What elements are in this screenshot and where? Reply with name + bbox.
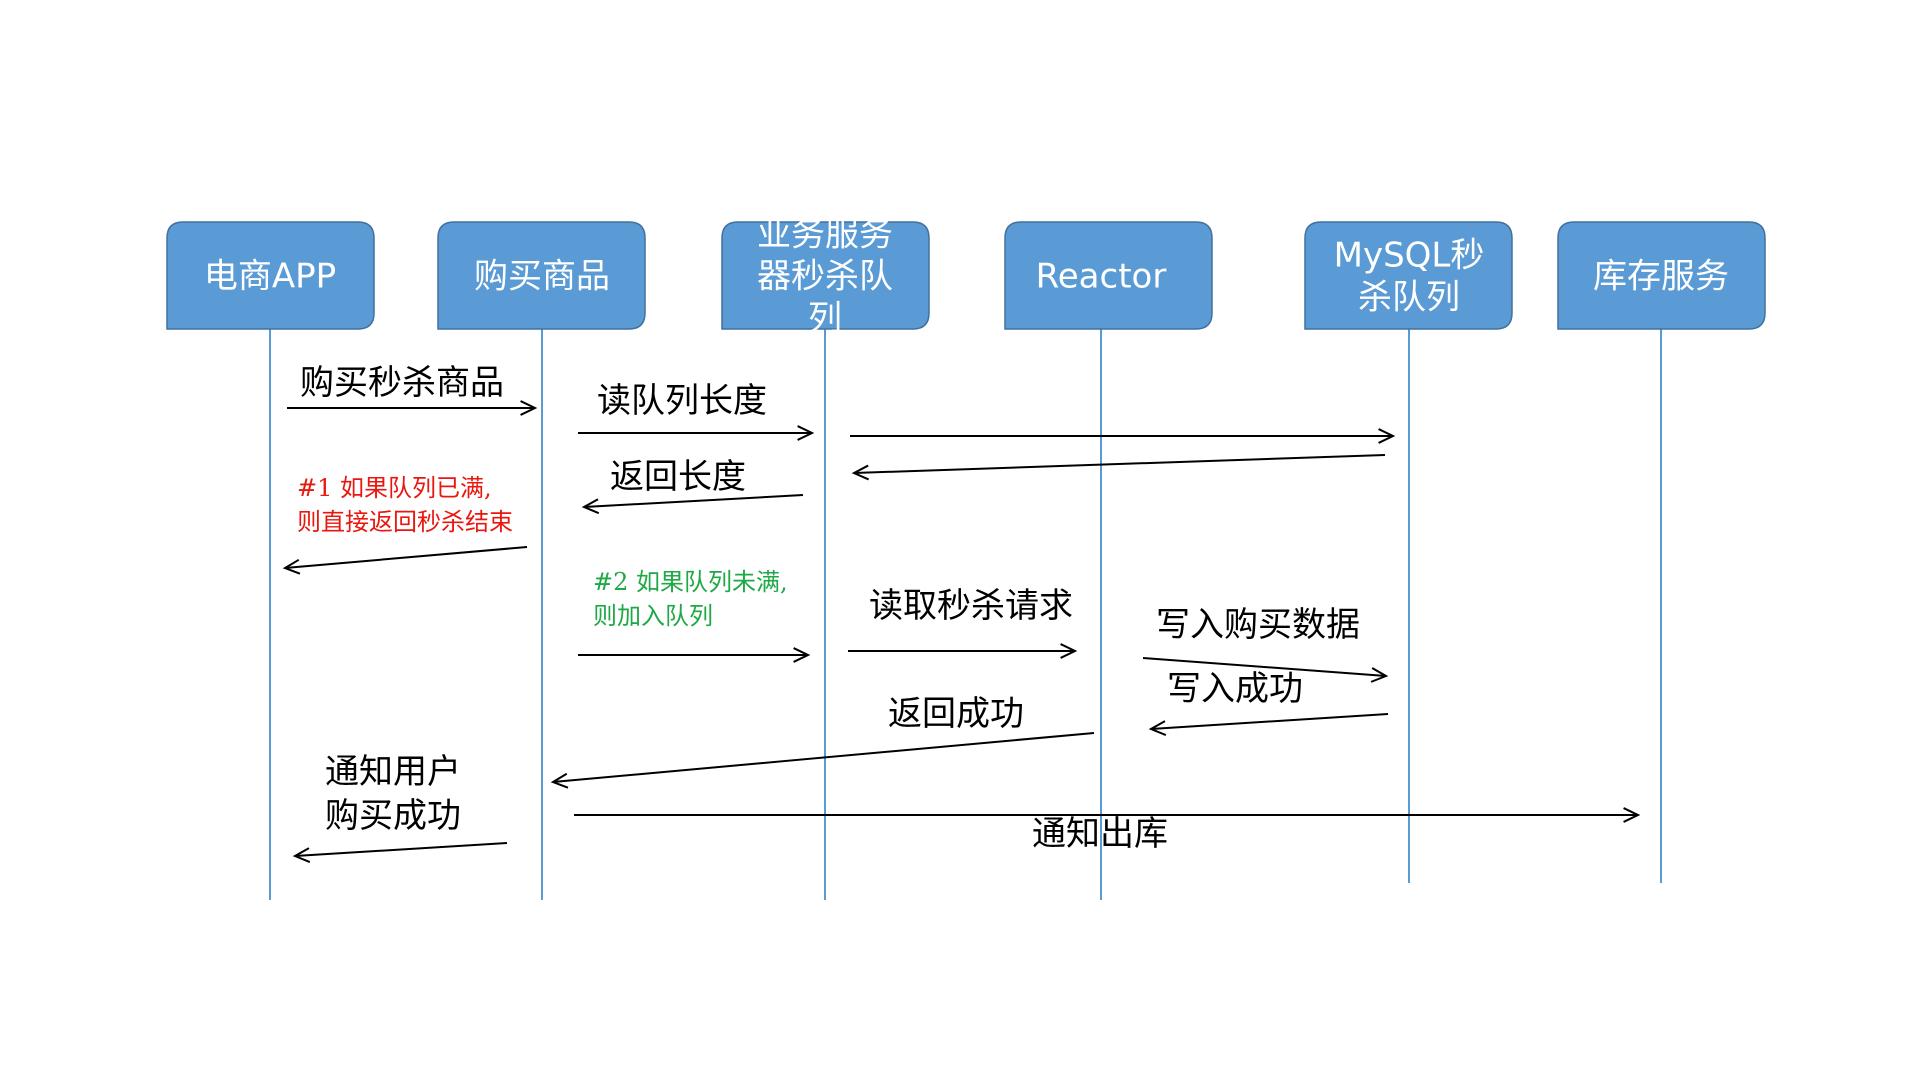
arrowhead xyxy=(550,772,569,789)
participant-label: 电商APP xyxy=(204,257,336,297)
participant-box xyxy=(1004,221,1213,330)
message-m5: 返回长度 xyxy=(581,457,804,515)
arrowhead xyxy=(1623,807,1641,823)
message-m6 xyxy=(282,546,528,575)
note-n1: #1 如果队列已满, 则直接返回秒杀结束 xyxy=(297,474,513,536)
message-arrow xyxy=(552,732,1095,783)
notes: #1 如果队列已满, 则直接返回秒杀结束 #2 如果队列未满, 则加入队列通知用户购买… xyxy=(297,474,788,836)
note-line: 购买成功 xyxy=(325,796,461,836)
message-label: 返回成功 xyxy=(888,694,1024,734)
message-label: 写入购买数据 xyxy=(1156,605,1360,645)
message-m13 xyxy=(292,842,508,863)
participant-box xyxy=(1304,221,1513,330)
participant-label: 购买商品 xyxy=(474,257,610,297)
participant-stock: 库存服务 xyxy=(1557,221,1766,330)
message-arrow xyxy=(284,546,528,569)
participant-box xyxy=(166,221,375,330)
participant-buy: 购买商品 xyxy=(437,221,646,330)
message-m11: 返回成功 xyxy=(550,694,1095,789)
message-arrow xyxy=(1142,657,1387,677)
message-m9: 写入购买数据 xyxy=(1142,605,1389,683)
message-label: 写入成功 xyxy=(1167,669,1303,709)
participant-label: 库存服务 xyxy=(1593,257,1729,297)
participant-box xyxy=(721,221,930,330)
arrowhead xyxy=(282,558,301,575)
message-label: 返回长度 xyxy=(610,457,746,497)
message-arrow xyxy=(583,494,804,508)
note-line: #2 如果队列未满, xyxy=(593,568,788,596)
arrowhead xyxy=(1148,720,1167,736)
note-line: 则加入队列 xyxy=(593,602,713,630)
message-arrow xyxy=(853,454,1386,474)
message-m7 xyxy=(578,647,811,663)
note-line: 则直接返回秒杀结束 xyxy=(297,508,513,536)
participant-app: 电商APP xyxy=(166,221,375,330)
arrowhead xyxy=(1378,428,1396,444)
message-m4 xyxy=(851,454,1386,481)
participant-label: 杀队列 xyxy=(1358,278,1460,318)
arrowhead xyxy=(520,400,538,416)
arrowhead xyxy=(797,425,815,441)
message-m10: 写入成功 xyxy=(1148,669,1389,736)
arrowhead xyxy=(581,498,600,515)
message-label: 读队列长度 xyxy=(597,381,767,421)
message-m1: 购买秒杀商品 xyxy=(287,363,538,416)
note-line: 通知用户 xyxy=(325,752,461,792)
message-m2: 读队列长度 xyxy=(578,381,815,441)
arrowhead xyxy=(1370,667,1389,683)
participant-reactor: Reactor xyxy=(1004,221,1213,330)
lifelines xyxy=(269,329,1662,900)
note-n2: #2 如果队列未满, 则加入队列 xyxy=(593,568,788,630)
participant-label: Reactor xyxy=(1036,257,1167,297)
arrowhead xyxy=(793,647,811,663)
message-label: 读取秒杀请求 xyxy=(869,586,1073,626)
message-m12: 通知出库 xyxy=(574,807,1641,854)
message-arrow xyxy=(1150,713,1389,730)
message-label: 通知出库 xyxy=(1032,814,1168,854)
message-label: 购买秒杀商品 xyxy=(300,363,504,403)
message-m8: 读取秒杀请求 xyxy=(848,586,1078,659)
participant-box xyxy=(1557,221,1766,330)
message-m3 xyxy=(850,428,1396,444)
participant-label: MySQL秒 xyxy=(1334,236,1485,276)
arrowhead xyxy=(292,847,311,863)
arrowhead xyxy=(1060,643,1078,659)
participant-label: 业务服务 xyxy=(757,215,893,255)
participant-label: 器秒杀队 xyxy=(757,257,893,297)
message-arrow xyxy=(294,842,508,857)
arrowhead xyxy=(851,464,870,481)
participant-label: 列 xyxy=(808,299,842,339)
participant-box xyxy=(437,221,646,330)
note-line: #1 如果队列已满, xyxy=(297,474,492,502)
